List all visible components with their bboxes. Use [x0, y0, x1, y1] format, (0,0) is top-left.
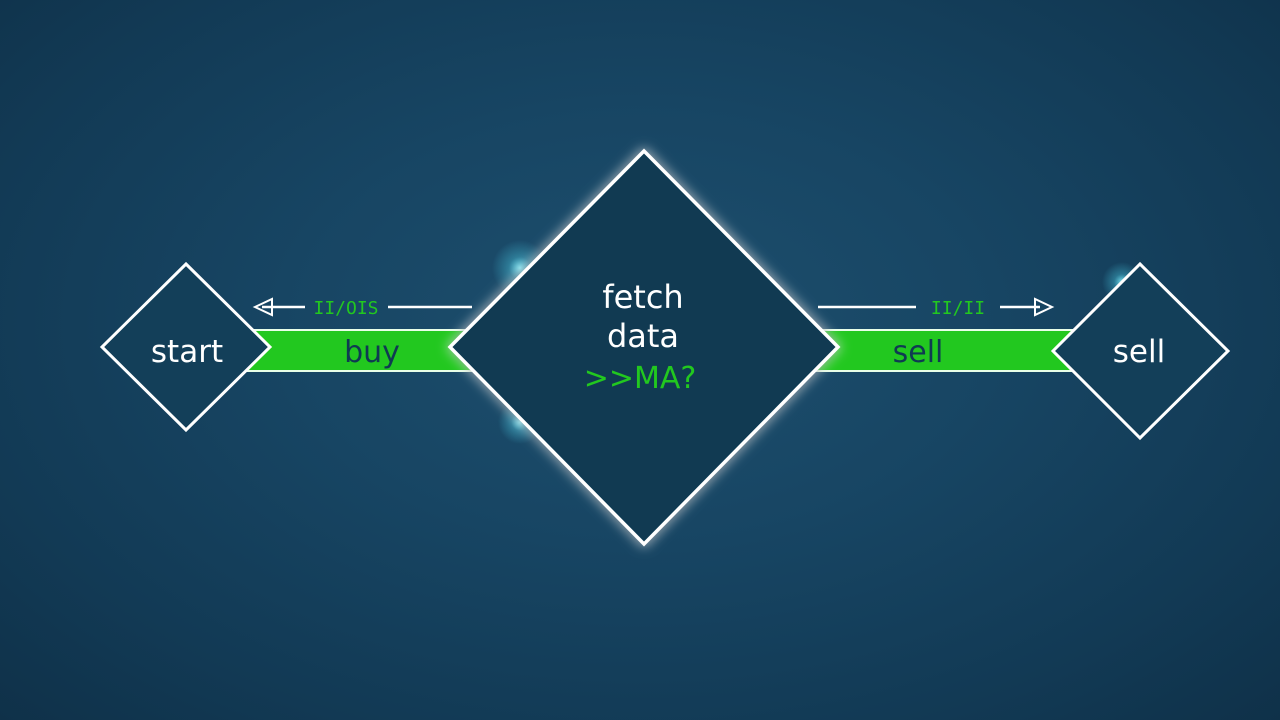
start-diamond [99, 261, 273, 433]
right-connector-scribble: II/II [931, 298, 985, 319]
fetch-data-diamond-inner [454, 155, 834, 540]
start-node: start [99, 261, 273, 433]
buy-bar [239, 329, 477, 372]
buy-bar-label: buy [344, 335, 400, 370]
sell-diamond [1050, 261, 1231, 441]
start-node-label: start [151, 334, 223, 370]
left-connector: II/OIS buy [239, 297, 477, 372]
left-arrow-head-icon [252, 297, 273, 317]
sell-node-label: sell [1113, 334, 1165, 370]
right-connector: II/II sell [805, 297, 1079, 372]
left-connector-scribble: II/OIS [313, 298, 378, 319]
fetch-data-node: fetch data >>MA? [447, 148, 841, 547]
sell-bar-label: sell [893, 335, 944, 370]
fetch-data-line1: fetch [602, 278, 683, 316]
fetch-data-condition: >>MA? [584, 361, 697, 396]
fetch-data-line2: data [607, 317, 679, 355]
right-arrow-head-icon [1034, 297, 1055, 317]
sell-node: sell [1050, 261, 1231, 441]
